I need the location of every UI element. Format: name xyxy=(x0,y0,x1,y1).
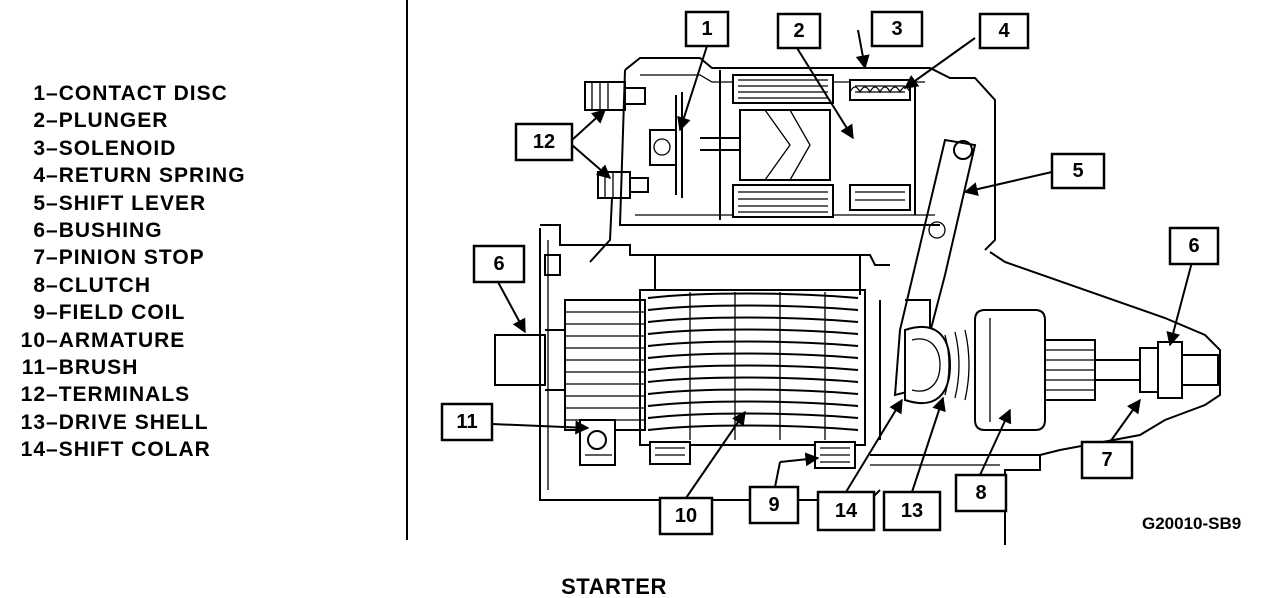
svg-text:1: 1 xyxy=(701,18,712,40)
callout-13: 13 xyxy=(882,490,942,532)
figure-code: G20010-SB9 xyxy=(1142,514,1242,533)
svg-text:14: 14 xyxy=(835,500,858,522)
legend-item: 4–RETURN SPRING xyxy=(33,164,246,188)
svg-text:12: 12 xyxy=(533,131,555,153)
plunger xyxy=(700,109,831,181)
drive-end-bushing xyxy=(1157,341,1219,399)
svg-text:8: 8 xyxy=(975,482,986,504)
legend-item: 5–SHIFT LEVER xyxy=(33,191,207,215)
callout-4: 4 xyxy=(978,12,1030,50)
pinion-stop xyxy=(1139,347,1159,393)
svg-text:3: 3 xyxy=(891,18,902,40)
svg-text:9: 9 xyxy=(768,494,779,516)
svg-text:2: 2 xyxy=(793,20,804,42)
callout-9: 9 xyxy=(748,485,800,525)
callout-10: 10 xyxy=(658,496,714,536)
figure-caption: STARTER xyxy=(561,574,667,598)
parts-legend: 1–CONTACT DISC 2–PLUNGER 3–SOLENOID 4–RE… xyxy=(0,80,246,464)
svg-text:11: 11 xyxy=(456,411,477,433)
vertical-divider xyxy=(406,0,408,540)
armature-windings xyxy=(639,289,866,446)
svg-text:4: 4 xyxy=(998,20,1010,42)
callout-14: 14 xyxy=(816,490,876,532)
field-coil xyxy=(649,441,856,469)
overrunning-clutch xyxy=(974,309,1046,431)
callout-7: 7 xyxy=(1080,440,1134,480)
svg-text:10: 10 xyxy=(675,505,697,527)
legend-item: 9–FIELD COIL xyxy=(33,301,186,325)
legend-item: 6–BUSHING xyxy=(33,219,163,243)
svg-text:6: 6 xyxy=(1188,235,1199,257)
leader-lines xyxy=(491,29,1193,499)
svg-text:6: 6 xyxy=(493,253,504,275)
return-spring xyxy=(849,86,911,94)
solenoid-housing xyxy=(618,57,996,251)
shift-collar xyxy=(904,325,952,405)
callout-2: 2 xyxy=(776,12,822,50)
callout-5: 5 xyxy=(1050,152,1106,190)
legend-item: 8–CLUTCH xyxy=(33,273,152,297)
commutator xyxy=(564,299,646,431)
legend-item: 3–SOLENOID xyxy=(33,136,177,160)
legend-item: 2–PLUNGER xyxy=(33,109,169,133)
drive-spring xyxy=(944,329,980,401)
legend-item: 13–DRIVE SHELL xyxy=(20,410,209,434)
callout-11: 11 xyxy=(440,402,494,442)
svg-text:5: 5 xyxy=(1072,160,1083,182)
callout-6-right: 6 xyxy=(1168,226,1220,266)
commutator-end-bushing xyxy=(494,329,571,391)
brush-assembly xyxy=(579,419,616,466)
terminal-studs xyxy=(584,81,649,263)
solenoid-winding-lower xyxy=(732,184,911,218)
svg-text:7: 7 xyxy=(1101,449,1112,471)
svg-text:13: 13 xyxy=(901,500,923,522)
contact-disc xyxy=(649,92,683,198)
legend-item: 1–CONTACT DISC xyxy=(33,82,228,105)
callout-8: 8 xyxy=(954,473,1008,513)
legend-item: 11–BRUSH xyxy=(21,356,139,380)
callout-1: 1 xyxy=(684,10,730,48)
legend-item: 14–SHIFT COLAR xyxy=(20,438,211,462)
callout-3: 3 xyxy=(870,10,924,48)
legend-item: 10–ARMATURE xyxy=(20,328,186,352)
callout-12: 12 xyxy=(514,122,574,162)
pinion-shaft xyxy=(1044,339,1146,401)
callout-6-left: 6 xyxy=(472,244,526,284)
legend-item: 12–TERMINALS xyxy=(20,383,191,407)
legend-item: 7–PINION STOP xyxy=(33,246,205,270)
